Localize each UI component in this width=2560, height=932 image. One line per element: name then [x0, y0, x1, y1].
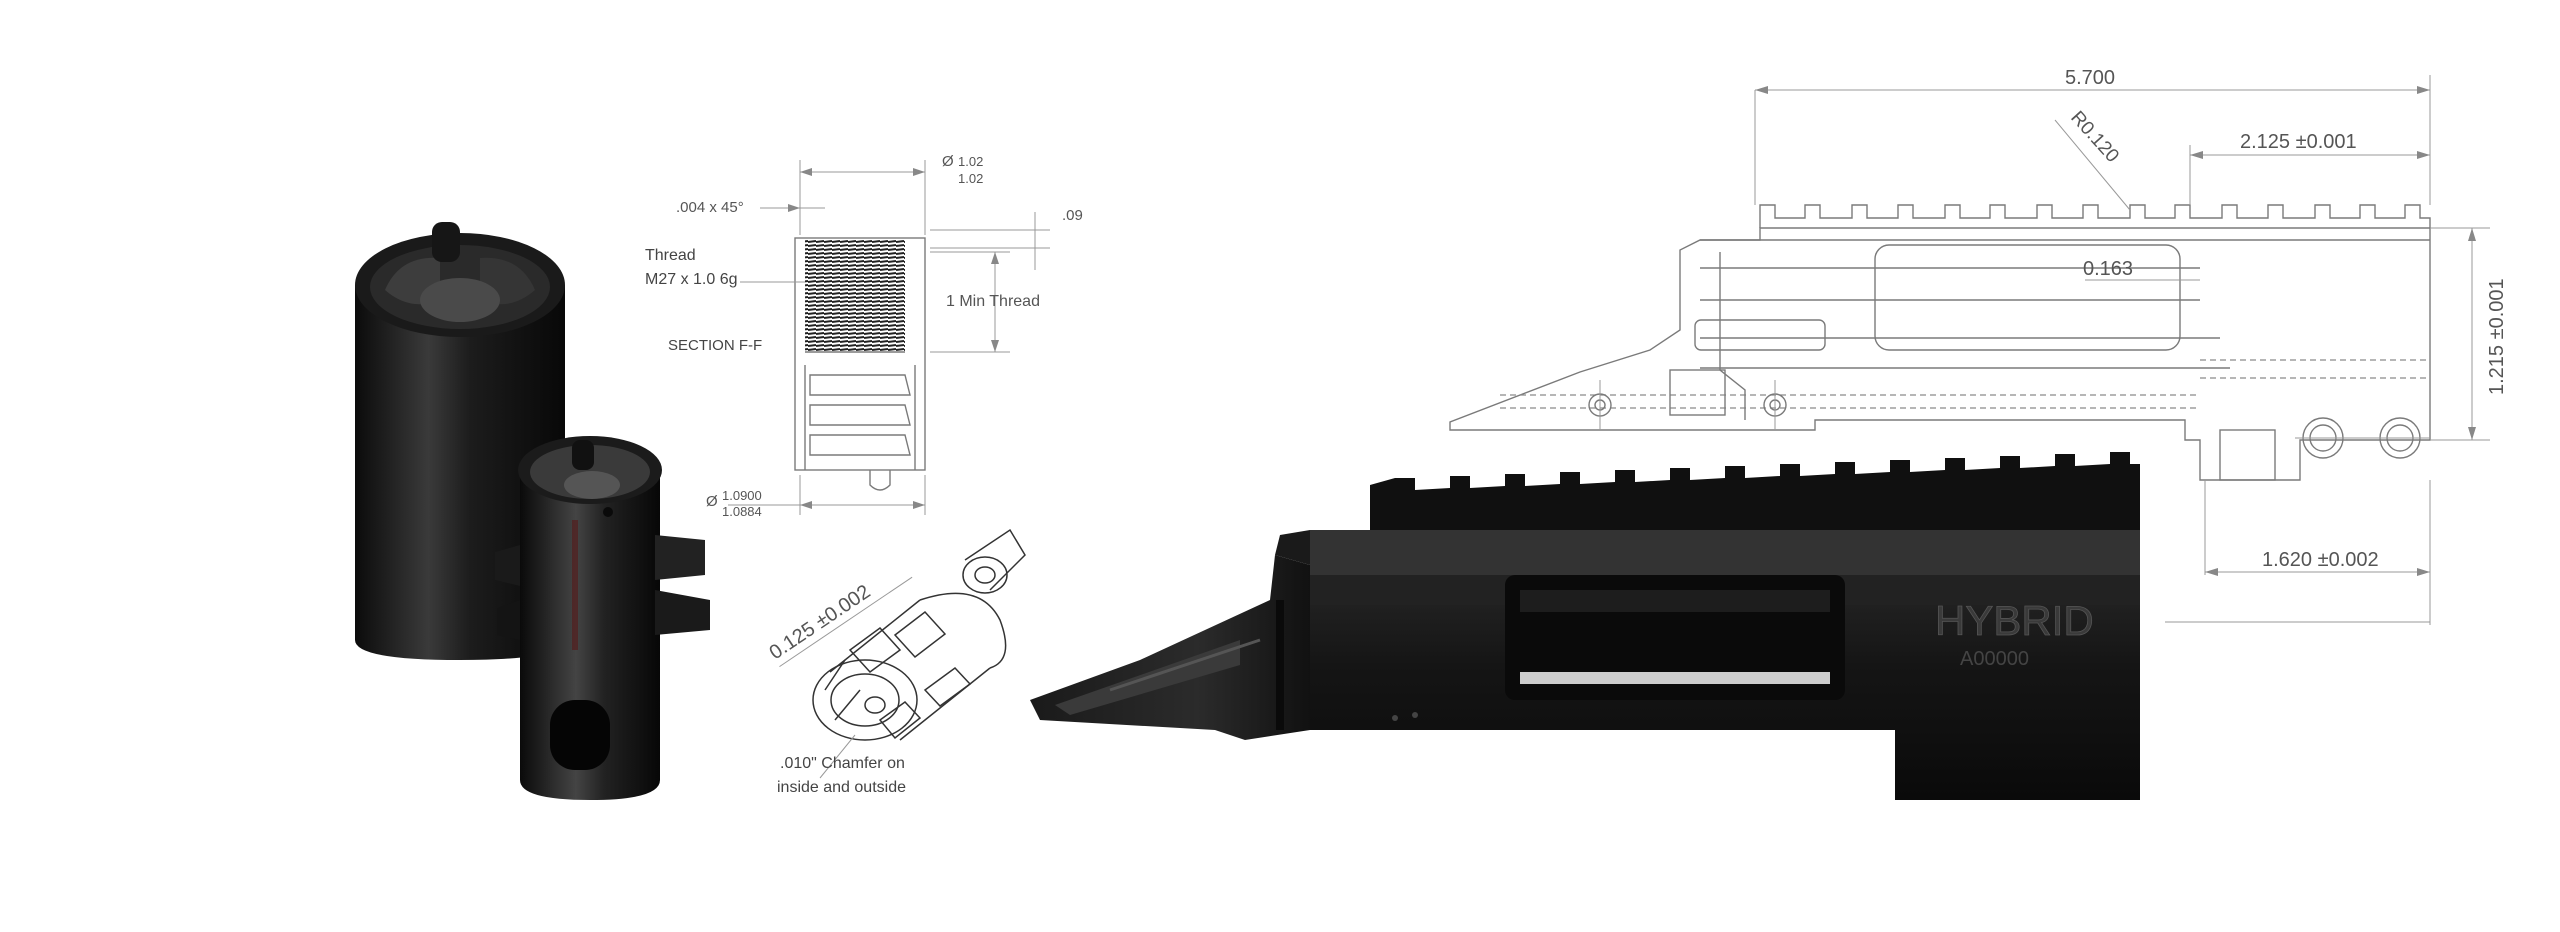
receiver-outline — [1449, 227, 2431, 481]
section-outline — [794, 237, 926, 471]
dim-163-label: 0.163 — [2083, 258, 2133, 280]
receiver-drawing: 5.700 2.125 ±0.001 R0.120 0.163 1.215 ±0… — [1449, 67, 2508, 625]
receiver-photo: HYBRID A00000 — [1030, 452, 2140, 800]
diameter-top-lower: 1.02 — [958, 171, 983, 186]
brand-engraving: HYBRID — [1935, 597, 2094, 644]
iso-drawing — [812, 528, 1026, 741]
radius-label: R0.120 — [2066, 107, 2123, 167]
picatinny-rail — [1370, 452, 2140, 530]
lug-spacing-label: 1.620 ±0.002 — [2262, 549, 2379, 571]
brake-photo — [355, 222, 710, 800]
chamfer-note-line1: .010" Chamfer on — [780, 755, 905, 772]
diameter-bottom-upper: 1.0900 — [722, 488, 762, 503]
diameter-bottom-symbol: Ø — [706, 493, 718, 510]
section-label: SECTION F-F — [668, 337, 762, 354]
section-drawing: Ø 1.02 1.02 .004 x 45° .09 1 Min Thread … — [645, 153, 1083, 519]
rail-teeth — [1759, 204, 2431, 228]
iso-tolerance-label: 0.125 ±0.002 — [765, 581, 874, 664]
large-cylinder-image — [355, 222, 565, 660]
chamfer-note-line2: inside and outside — [777, 779, 906, 796]
diameter-top-upper: 1.02 — [958, 154, 983, 169]
thread-label: Thread — [645, 247, 696, 264]
diameter-top-symbol: Ø — [942, 153, 954, 170]
thread-hatch — [805, 240, 905, 352]
port-2 — [809, 404, 911, 426]
port-1 — [809, 374, 911, 396]
thread-spec-label: M27 x 1.0 6g — [645, 271, 738, 288]
serial-engraving: A00000 — [1960, 648, 2029, 670]
rail-offset-label: 2.125 ±0.001 — [2240, 131, 2357, 153]
small-brake-image — [495, 436, 710, 800]
iso-tolerance: 0.125 ±0.002 — [765, 576, 913, 668]
height-label: 1.215 ±0.001 — [2486, 278, 2508, 395]
diameter-bottom-lower: 1.0884 — [722, 504, 762, 519]
chamfer-top-label: .004 x 45° — [676, 199, 744, 216]
ejection-port — [1874, 244, 2181, 351]
overall-length-label: 5.700 — [2065, 67, 2115, 89]
min-thread-label: 1 Min Thread — [946, 293, 1040, 310]
port-3 — [809, 434, 911, 456]
dim-09-label: .09 — [1062, 207, 1083, 224]
